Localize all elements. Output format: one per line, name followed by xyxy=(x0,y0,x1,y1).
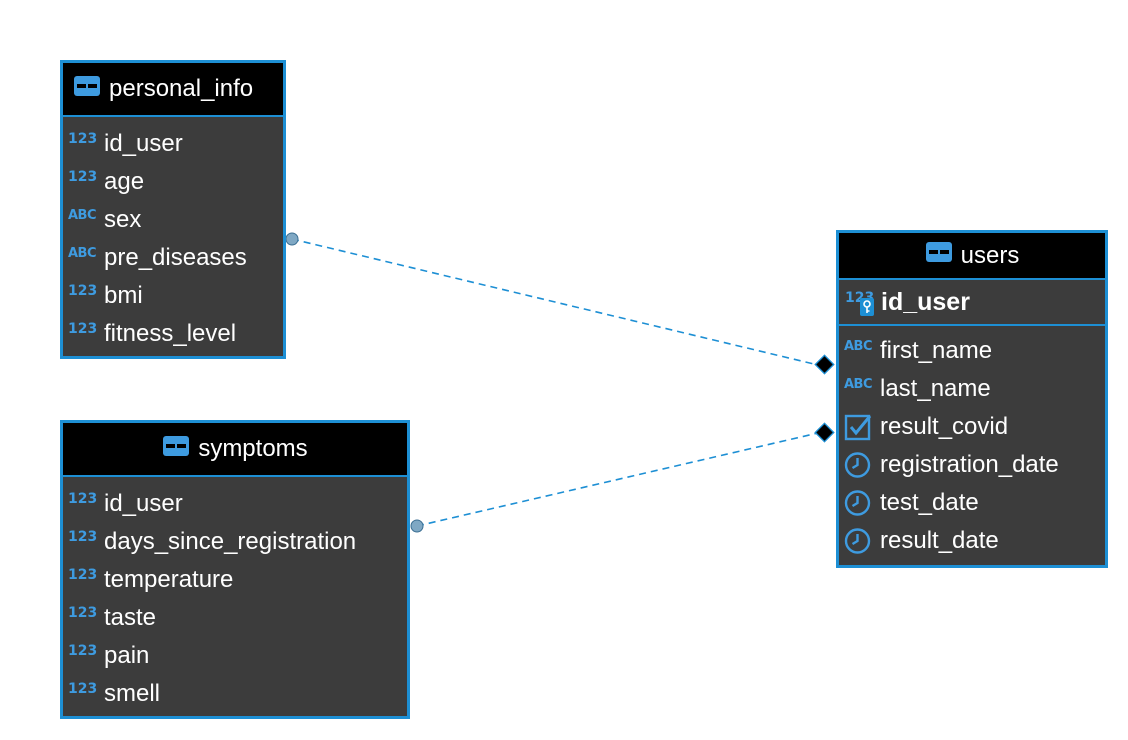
column-name: temperature xyxy=(104,566,234,593)
relationship-diamond-users-2[interactable] xyxy=(814,422,835,443)
relationship-line-symptoms-users[interactable] xyxy=(416,432,819,527)
column-name: first_name xyxy=(880,337,993,364)
number-type-icon: 123 xyxy=(68,169,98,185)
column-row[interactable]: result_covid xyxy=(839,408,1105,446)
clock-icon xyxy=(844,451,880,479)
checkbox-icon xyxy=(844,413,880,441)
column-row[interactable]: ABC first_name xyxy=(839,332,1105,370)
column-name: test_date xyxy=(880,489,979,516)
number-type-icon: 123 xyxy=(68,643,98,659)
column-name: last_name xyxy=(880,375,991,402)
column-row[interactable]: ABC sex xyxy=(63,201,283,239)
entity-header[interactable]: personal_info xyxy=(63,63,283,117)
primary-key-name: id_user xyxy=(881,287,970,316)
number-type-icon: 123 xyxy=(68,131,98,147)
number-type-icon: 123 xyxy=(68,681,98,697)
number-type-icon: 123 xyxy=(68,605,98,621)
table-icon xyxy=(73,75,101,104)
number-type-icon: 123 xyxy=(68,567,98,583)
column-name: taste xyxy=(104,604,157,631)
entity-title: personal_info xyxy=(109,75,254,102)
column-name: days_since_registration xyxy=(104,528,357,555)
number-type-icon: 123 xyxy=(68,529,98,545)
table-icon xyxy=(162,435,190,464)
text-type-icon: ABC xyxy=(68,207,97,223)
column-row[interactable]: 123 bmi xyxy=(63,277,283,315)
column-name: sex xyxy=(104,206,142,233)
relationship-diamond-users-1[interactable] xyxy=(814,354,835,375)
column-row[interactable]: 123 age xyxy=(63,163,283,201)
column-row[interactable]: 123 fitness_level xyxy=(63,315,283,353)
column-row[interactable]: 123 id_user xyxy=(63,125,283,163)
column-row[interactable]: ABC last_name xyxy=(839,370,1105,408)
relationship-endpoint-personal-info[interactable] xyxy=(285,232,299,246)
column-row[interactable]: test_date xyxy=(839,484,1105,522)
number-type-icon: 123 xyxy=(845,290,881,316)
number-type-icon: 123 xyxy=(68,491,98,507)
column-name: smell xyxy=(104,680,161,707)
column-name: result_date xyxy=(880,527,999,554)
column-row[interactable]: 123 temperature xyxy=(63,561,407,599)
key-icon xyxy=(860,298,874,316)
entity-title: users xyxy=(960,241,1020,269)
relationship-endpoint-symptoms[interactable] xyxy=(410,519,424,533)
column-row[interactable]: ABC pre_diseases xyxy=(63,239,283,277)
column-row[interactable]: 123 days_since_registration xyxy=(63,523,407,561)
column-row[interactable]: result_date xyxy=(839,522,1105,560)
entity-symptoms[interactable]: symptoms 123 id_user 123 days_since_regist… xyxy=(60,420,410,719)
column-row[interactable]: 123 smell xyxy=(63,675,407,713)
number-type-icon: 123 xyxy=(68,321,98,337)
column-name: id_user xyxy=(104,130,183,157)
column-name: pain xyxy=(104,642,150,669)
column-name: bmi xyxy=(104,282,143,309)
relationship-line-personal-info-users[interactable] xyxy=(291,238,819,366)
column-row[interactable]: 123 taste xyxy=(63,599,407,637)
entity-header[interactable]: symptoms xyxy=(63,423,407,477)
entity-users[interactable]: users 123 id_user ABC first_name ABC last_… xyxy=(836,230,1108,568)
column-name: pre_diseases xyxy=(104,244,247,271)
primary-key-row[interactable]: 123 id_user xyxy=(839,280,1105,326)
entity-title: symptoms xyxy=(198,435,308,462)
entity-personal-info[interactable]: personal_info 123 id_user 123 age ABC sex A… xyxy=(60,60,286,359)
column-row[interactable]: 123 id_user xyxy=(63,485,407,523)
column-list: 123 id_user 123 age ABC sex ABC pre_diseases… xyxy=(63,117,283,353)
table-icon xyxy=(925,241,953,270)
column-row[interactable]: registration_date xyxy=(839,446,1105,484)
text-type-icon: ABC xyxy=(844,338,873,354)
column-name: age xyxy=(104,168,145,195)
number-type-icon: 123 xyxy=(68,283,98,299)
text-type-icon: ABC xyxy=(844,376,873,392)
entity-header[interactable]: users xyxy=(839,233,1105,280)
column-name: fitness_level xyxy=(104,320,237,347)
clock-icon xyxy=(844,489,880,517)
column-name: result_covid xyxy=(880,413,1009,440)
column-list: 123 id_user 123 days_since_registration 12… xyxy=(63,477,407,713)
clock-icon xyxy=(844,527,880,555)
column-row[interactable]: 123 pain xyxy=(63,637,407,675)
text-type-icon: ABC xyxy=(68,245,97,261)
column-name: registration_date xyxy=(880,451,1059,478)
column-name: id_user xyxy=(104,490,183,517)
